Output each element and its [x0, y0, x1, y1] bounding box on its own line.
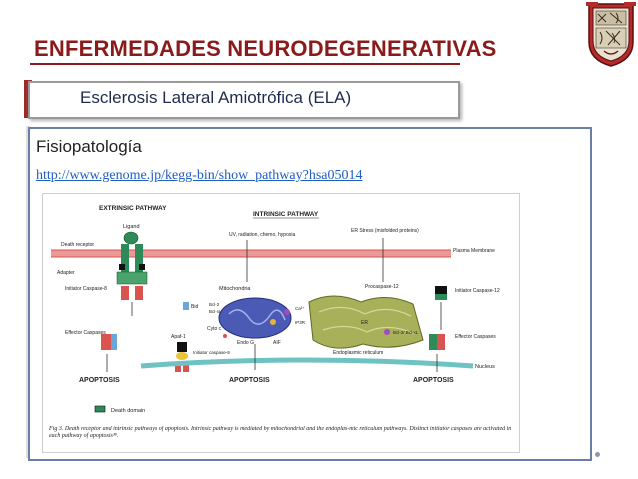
- bclx-label: Bcl-xL: [209, 309, 222, 314]
- cytoc-label: Cyto c: [207, 326, 222, 332]
- endoplasmic-reticulum-label: Endoplasmic reticulum: [333, 350, 383, 356]
- subtitle: Esclerosis Lateral Amiotrófica (ELA): [80, 88, 352, 107]
- apoptosis-pathway-figure: EXTRINSIC PATHWAY INTRINSIC PATHWAY Liga…: [42, 193, 520, 453]
- plasma-membrane: [51, 250, 451, 257]
- ligand: [123, 231, 139, 245]
- bcl2-label: Bcl-2: [209, 302, 220, 307]
- adapter-label: Adapter: [57, 270, 75, 276]
- endog-label: Endo G: [237, 340, 254, 346]
- er-stress-label: ER Stress (misfolded proteins): [351, 228, 419, 234]
- initiator-caspase8-label: Initiator Caspase-8: [65, 286, 107, 292]
- death-domain-swatch: [94, 405, 106, 413]
- stimuli-label: UV, radiation, chemo, hypoxia: [229, 232, 295, 238]
- page-title: ENFERMEDADES NEURODEGENERATIVAS: [34, 36, 497, 61]
- apaf1-label: Apaf-1: [171, 334, 186, 340]
- university-shield-logo-icon: [586, 2, 636, 68]
- kegg-pathway-link[interactable]: http://www.genome.jp/kegg-bin/show_pathw…: [36, 168, 363, 183]
- apoptosis-label-1: APOPTOSIS: [79, 377, 120, 384]
- initiator-caspase12-label: Initiator Caspase-12: [455, 288, 500, 294]
- mitochondria-label: Mitochondria: [219, 286, 251, 292]
- er-shape: [308, 295, 424, 349]
- er-label: ER: [361, 320, 368, 326]
- section-label: Fisiopatología: [36, 137, 142, 156]
- title-underline: [30, 63, 460, 65]
- apoptosis-label-3: APOPTOSIS: [413, 377, 454, 384]
- extrinsic-title: EXTRINSIC PATHWAY: [99, 205, 167, 212]
- nucleus-label: Nucleus: [475, 364, 495, 370]
- mitochondria-shape: [218, 297, 292, 339]
- effector-caspases-right-label: Effector Caspases: [455, 334, 496, 340]
- subtitle-box: [28, 81, 460, 119]
- nucleus-envelope: [140, 357, 474, 369]
- death-receptor-label: Death receptor: [61, 242, 94, 248]
- bcl2-er-label: Bcl-2/ Bcl-xL: [393, 330, 419, 335]
- death-domain-label: Death domain: [111, 408, 145, 414]
- ip3r-label: IP3R: [295, 320, 306, 325]
- figure-caption: Fig 3. Death receptor and intrinsic path…: [49, 426, 512, 439]
- ca-label: Ca²⁺: [295, 306, 305, 311]
- ligand-label: Ligand: [123, 224, 140, 230]
- slide-bullet-dot: [595, 452, 600, 457]
- bid-label: Bid: [191, 304, 198, 310]
- apoptosis-label-2: APOPTOSIS: [229, 377, 270, 384]
- intrinsic-title: INTRINSIC PATHWAY: [253, 211, 319, 218]
- aif-label: AIF: [273, 340, 281, 346]
- initiator-caspase9-label: Initiator caspase-9: [193, 350, 230, 355]
- plasma-membrane-label: Plasma Membrane: [453, 248, 495, 254]
- effector-caspases-left-label: Effector Caspases: [65, 330, 106, 336]
- procaspase12-label: Procaspase-12: [365, 284, 399, 290]
